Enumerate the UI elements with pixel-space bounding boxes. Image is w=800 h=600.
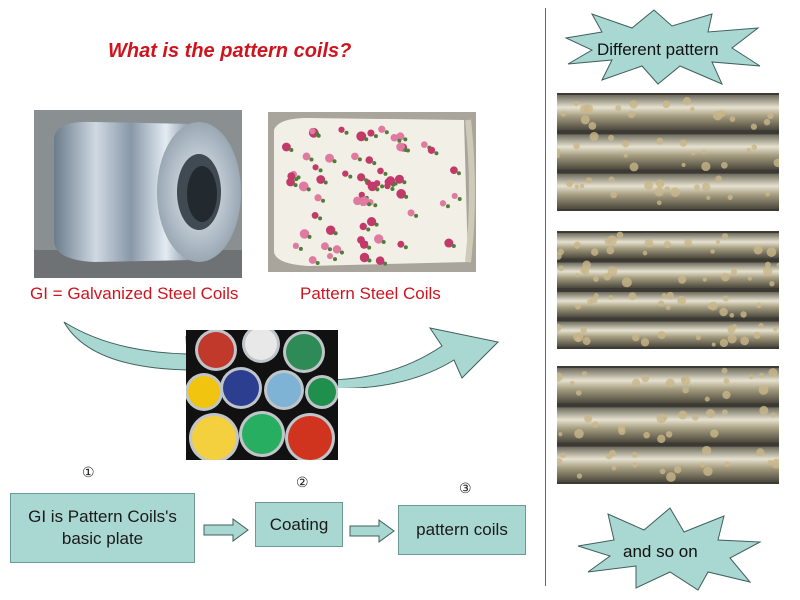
- flow-box-basic-plate: GI is Pattern Coils's basic plate: [10, 493, 195, 563]
- starburst-top: [564, 9, 761, 85]
- curved-arrow-right: [323, 327, 500, 388]
- step-number-3: ③: [459, 480, 472, 496]
- starburst-bottom: [577, 507, 762, 591]
- flow-box-coating-label: Coating: [269, 514, 329, 534]
- starburst-bottom-label: and so on: [623, 542, 698, 561]
- pattern-caption: Pattern Steel Coils: [300, 284, 441, 303]
- pattern-sample-photo-3: [557, 366, 779, 484]
- vertical-divider: [545, 8, 546, 586]
- flow-box-pattern-coils: pattern coils: [398, 505, 526, 555]
- pattern-coil-photo: [268, 112, 476, 272]
- flow-box-basic-plate-label: GI is Pattern Coils's basic plate: [28, 507, 177, 548]
- block-arrow-2: [349, 519, 395, 543]
- paint-cans-photo: [186, 330, 338, 460]
- step-number-2: ②: [296, 474, 309, 490]
- starburst-top-label: Different pattern: [597, 40, 719, 59]
- pattern-sample-photo-2: [557, 231, 779, 349]
- curved-arrow-left: [63, 321, 199, 388]
- step-number-1: ①: [82, 464, 95, 480]
- flow-box-coating: Coating: [255, 502, 343, 547]
- galvanized-coil-photo: [34, 110, 242, 278]
- pattern-sample-photo-1: [557, 93, 779, 211]
- gi-caption: GI = Galvanized Steel Coils: [30, 284, 239, 303]
- block-arrow-1: [203, 518, 249, 542]
- page-title: What is the pattern coils?: [108, 40, 352, 62]
- flow-box-pattern-coils-label: pattern coils: [416, 520, 508, 539]
